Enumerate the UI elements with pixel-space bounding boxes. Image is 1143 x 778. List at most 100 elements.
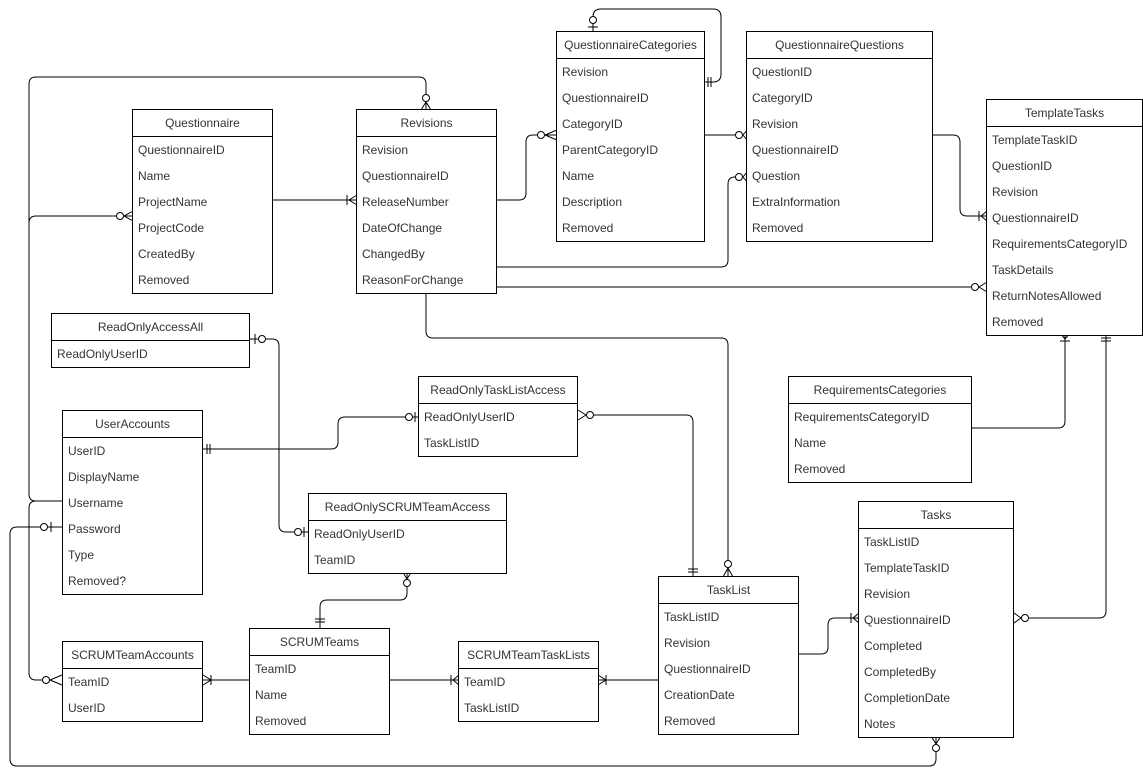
entity-questionnairequestions[interactable]: QuestionnaireQuestions QuestionID Catego… (746, 31, 933, 242)
rel-readonlyscrumteamaccess-scrumteams[interactable] (315, 570, 413, 628)
entity-field: TeamID (464, 675, 506, 689)
entity-field: QuestionID (752, 65, 813, 79)
entity-scrumteams[interactable]: SCRUMTeams TeamID Name Removed (249, 628, 390, 735)
entity-field: QuestionnaireID (664, 662, 751, 676)
entity-field: Revision (562, 65, 609, 79)
rel-requirementscategories-templatetasks[interactable] (972, 332, 1071, 429)
entity-field: Name (255, 688, 288, 702)
entity-field: ParentCategoryID (562, 143, 659, 157)
entity-title: Tasks (859, 502, 1013, 529)
rel-revisions-tasklist[interactable] (425, 291, 734, 578)
entity-field: TemplateTaskID (992, 133, 1078, 147)
entity-readonlytasklistaccess[interactable]: ReadOnlyTaskListAccess ReadOnlyUserID Ta… (418, 376, 578, 457)
entity-title: Questionnaire (133, 110, 272, 137)
entity-field: CategoryID (752, 91, 813, 105)
entity-field: QuestionnaireID (138, 143, 225, 157)
entity-field: TaskListID (464, 701, 520, 715)
entity-field: Revision (664, 636, 711, 650)
entity-questionnairecategories[interactable]: QuestionnaireCategories Revision Questio… (556, 31, 705, 242)
entity-title: QuestionnaireQuestions (747, 32, 932, 59)
rel-readonlytasklistaccess-tasklist[interactable] (577, 409, 698, 577)
entity-field: QuestionnaireID (864, 613, 951, 627)
entity-field: Revision (752, 117, 799, 131)
entity-field: Description (562, 195, 623, 209)
entity-field: CreatedBy (138, 247, 195, 261)
entity-field: ReadOnlyUserID (314, 527, 405, 541)
entity-useraccounts[interactable]: UserAccounts UserID DisplayName Username… (62, 410, 203, 595)
entity-field: Removed? (68, 574, 127, 588)
rel-useraccounts-tasks[interactable] (9, 522, 942, 767)
entity-scrumteamaccounts[interactable]: SCRUMTeamAccounts TeamID UserID (62, 641, 203, 722)
entity-field: Revision (992, 185, 1039, 199)
entity-field: Notes (864, 717, 896, 731)
rel-questionnaire-revisions[interactable] (273, 194, 358, 206)
entity-field: TaskListID (664, 610, 720, 624)
entity-tasks[interactable]: Tasks TaskListID TemplateTaskID Revision… (858, 501, 1014, 738)
entity-field: TemplateTaskID (864, 561, 950, 575)
entity-field: CompletedBy (864, 665, 937, 679)
entity-readonlyaccessall[interactable]: ReadOnlyAccessAll ReadOnlyUserID (51, 313, 250, 368)
rel-scrumteams-scrumteamaccounts[interactable] (202, 674, 249, 686)
entity-field: Removed (992, 315, 1044, 329)
entity-field: TaskListID (864, 535, 920, 549)
entity-field: ReturnNotesAllowed (992, 289, 1102, 303)
rel-revisions-templatetasks[interactable] (497, 281, 988, 293)
entity-field: DateOfChange (362, 221, 443, 235)
rel-revisions-questionnairecategories[interactable] (497, 129, 558, 201)
entity-field: CreationDate (664, 688, 735, 702)
entity-field: CategoryID (562, 117, 623, 131)
entity-tasklist[interactable]: TaskList TaskListID Revision Questionnai… (658, 576, 799, 735)
entity-field: TeamID (255, 662, 297, 676)
entity-field: QuestionnaireID (752, 143, 839, 157)
rel-questions-templatetasks[interactable] (933, 134, 988, 222)
rel-useraccounts-scrumteamaccounts[interactable] (28, 500, 63, 686)
rel-templatetasks-tasks[interactable] (1013, 333, 1111, 624)
entity-field: TaskListID (424, 436, 480, 450)
entity-title: SCRUMTeamAccounts (63, 642, 202, 669)
entity-field: Password (68, 522, 121, 536)
entity-field: QuestionnaireID (992, 211, 1079, 225)
entity-field: ExtraInformation (752, 195, 841, 209)
entity-field: Name (794, 436, 827, 450)
entity-field: Removed (562, 221, 614, 235)
entity-field: Name (138, 169, 171, 183)
entity-field: TaskDetails (992, 263, 1054, 277)
entity-field: Username (68, 496, 124, 510)
rel-categories-questions[interactable] (698, 129, 748, 141)
entity-title: ReadOnlySCRUMTeamAccess (309, 494, 506, 521)
entity-requirementscategories[interactable]: RequirementsCategories RequirementsCateg… (788, 376, 972, 483)
rel-tasklist-tasks[interactable] (798, 612, 860, 655)
entity-field: ReasonForChange (362, 273, 464, 287)
entity-field: ProjectName (138, 195, 208, 209)
entity-scrumteamtasklists[interactable]: SCRUMTeamTaskLists TeamID TaskListID (458, 641, 599, 722)
entity-title: SCRUMTeamTaskLists (459, 642, 598, 669)
entity-revisions[interactable]: Revisions Revision QuestionnaireID Relea… (356, 109, 497, 294)
entity-readonlyscrumteamaccess[interactable]: ReadOnlySCRUMTeamAccess ReadOnlyUserID T… (308, 493, 507, 574)
entity-field: TeamID (68, 675, 110, 689)
entity-field: DisplayName (68, 470, 140, 484)
entity-title: QuestionnaireCategories (557, 32, 704, 59)
rel-useraccounts-readonly[interactable] (203, 334, 419, 537)
entity-templatetasks[interactable]: TemplateTasks TemplateTaskID QuestionID … (986, 99, 1143, 336)
entity-title: Revisions (357, 110, 496, 137)
entity-field: Revision (864, 587, 911, 601)
entity-field: Name (562, 169, 595, 183)
rel-useraccounts-revisions[interactable] (28, 76, 432, 494)
entity-field: QuestionnaireID (362, 169, 449, 183)
rel-tasklist-scrumteamtasklists[interactable] (597, 674, 658, 686)
entity-field: Removed (138, 273, 190, 287)
entity-field: Completed (864, 639, 923, 653)
entity-title: RequirementsCategories (789, 377, 971, 404)
entity-field: ReleaseNumber (362, 195, 449, 209)
entity-field: Removed (664, 714, 716, 728)
entity-field: Removed (794, 462, 846, 476)
rel-questionnairecategories-self[interactable] (588, 8, 722, 87)
entity-field: ProjectCode (138, 221, 205, 235)
entity-field: ReadOnlyUserID (424, 410, 515, 424)
rel-scrumteams-scrumteamtasklists[interactable] (389, 674, 460, 686)
entity-field: Removed (752, 221, 804, 235)
entity-title: TemplateTasks (987, 100, 1142, 127)
entity-questionnaire[interactable]: Questionnaire QuestionnaireID Name Proje… (132, 109, 273, 294)
entity-field: UserID (68, 701, 106, 715)
